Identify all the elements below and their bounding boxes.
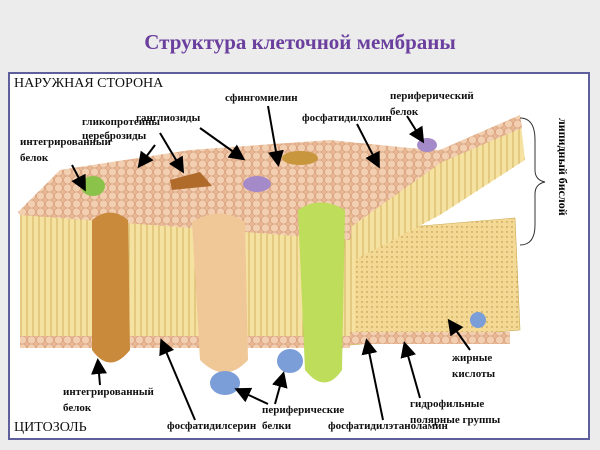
protein-green-small [81, 176, 105, 196]
label-integral-protein-top: интегрированный белок [20, 136, 111, 164]
label-cytosol: ЦИТОЗОЛЬ [14, 420, 87, 435]
peripheral-protein-blue-2 [277, 349, 303, 373]
label-fatty-acids: жирные кислоты [452, 352, 496, 380]
label-peripheral-protein-top: периферический белок [390, 90, 474, 118]
label-phosphatidylserine: фосфатидилсерин [167, 420, 257, 432]
inner-head-layer [20, 336, 350, 348]
label-phosphatidylcholine: фосфатидилхолин [302, 112, 392, 124]
label-cerebrosides: цереброзиды [82, 130, 147, 142]
label-sphingomyelin: сфингомиелин [225, 92, 298, 104]
peripheral-protein-blue-3 [470, 312, 486, 328]
label-integral-protein-bottom: интегрированный белок [63, 386, 154, 414]
integral-protein-beige [192, 213, 248, 373]
integral-protein-brown [92, 212, 130, 363]
label-lipid-bilayer: липидный бислой [556, 118, 570, 216]
label-outside: НАРУЖНАЯ СТОРОНА [14, 76, 164, 91]
label-phosphatidylethanolamine: фосфатидилэтаноламин [328, 420, 448, 432]
label-hydrophilic-heads: гидрофильные полярные группы [410, 398, 501, 426]
integral-protein-green [298, 202, 345, 383]
label-peripheral-proteins-bottom: периферические белки [262, 404, 345, 432]
protein-brown-top [282, 151, 318, 165]
protein-purple [243, 176, 271, 192]
protein-brown-mid [170, 172, 212, 190]
label-glycoproteins: гликопротеины [82, 116, 160, 128]
bilayer-brace [519, 117, 546, 246]
peripheral-protein-blue-1 [210, 371, 240, 395]
upturned-bilayer [350, 115, 525, 260]
label-gangliosides: ганглиозиды [136, 112, 201, 124]
protein-purple-top [417, 138, 437, 152]
page-title: Структура клеточной мембраны [144, 30, 456, 54]
